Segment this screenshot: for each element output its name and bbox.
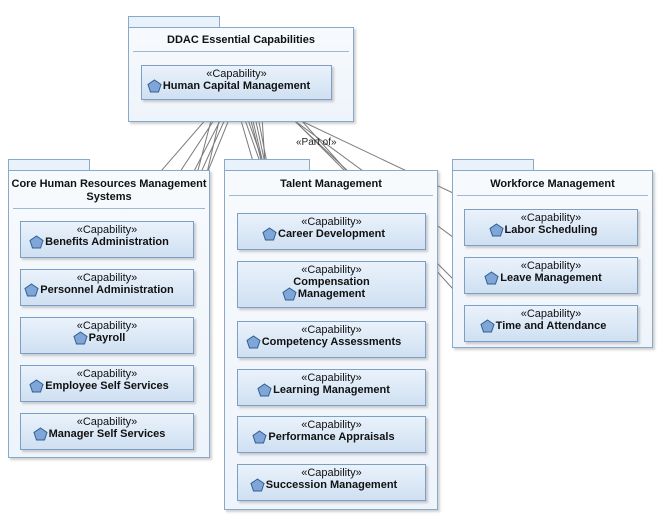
stereotype-label: «Capability» (301, 467, 362, 479)
stereotype-label: «Capability» (206, 68, 267, 80)
capability-pentagon-icon (257, 383, 272, 397)
capability-name: Time and Attendance (495, 320, 607, 332)
capability-name: Succession Management (265, 479, 398, 491)
capability-personnel-administration[interactable]: «Capability» Personnel Administration (20, 269, 194, 306)
stereotype-label: «Capability» (301, 419, 362, 431)
stereotype-label: «Capability» (520, 260, 582, 272)
capability-leave-management[interactable]: «Capability» Leave Management (464, 257, 638, 294)
capability-pentagon-icon (484, 271, 499, 285)
package-ddac-essential-capabilities[interactable]: DDAC Essential Capabilities «Capability»… (128, 27, 354, 122)
capability-name: Performance Appraisals (268, 431, 395, 443)
stereotype-label: «Capability» (76, 320, 138, 332)
package-tab (128, 16, 220, 27)
capability-performance-appraisals[interactable]: «Capability» Performance Appraisals (237, 416, 426, 453)
capability-succession-management[interactable]: «Capability» Succession Management (237, 464, 426, 501)
stereotype-label: «Capability» (301, 372, 362, 384)
capability-pentagon-icon (24, 283, 39, 297)
capability-name: Leave Management (500, 272, 602, 284)
capability-pentagon-icon (488, 223, 504, 237)
package-title: Workforce Management (490, 178, 615, 190)
capability-name: Human Capital Management (162, 80, 311, 92)
capability-name: Employee Self Services (45, 380, 169, 392)
package-title-line-1: Core Human Resources Management (11, 178, 207, 190)
package-title: DDAC Essential Capabilities (167, 34, 315, 46)
stereotype-label: «Capability» (76, 368, 138, 380)
capability-competency-assessments[interactable]: «Capability» Competency Assessments (237, 321, 426, 358)
capability-learning-management[interactable]: «Capability» Learning Management (237, 369, 426, 406)
stereotype-label: «Capability» (76, 416, 138, 428)
capability-name: Payroll (88, 332, 126, 344)
capability-name: Career Development (278, 228, 385, 240)
capability-name: Competency Assessments (261, 336, 402, 348)
package-divider (133, 51, 349, 52)
stereotype-label: «Capability» (301, 264, 362, 276)
package-core-human-resources[interactable]: Core Human Resources Management Systems … (8, 170, 210, 458)
capability-pentagon-icon (250, 478, 265, 492)
capability-benefits-administration[interactable]: «Capability» Benefits Administration (20, 221, 194, 258)
capability-pentagon-icon (252, 430, 268, 444)
capability-pentagon-icon (147, 79, 162, 93)
stereotype-label: «Capability» (76, 272, 138, 284)
capability-pentagon-icon (262, 227, 277, 241)
capability-pentagon-icon (246, 335, 261, 349)
capability-pentagon-icon (29, 379, 44, 393)
package-title: Talent Management (280, 178, 382, 190)
capability-pentagon-icon (29, 235, 44, 249)
package-title-line-2: Systems (86, 191, 132, 203)
package-divider (457, 195, 648, 196)
capability-employee-self-services[interactable]: «Capability» Employee Self Services (20, 365, 194, 402)
capability-name-line-2: Management (297, 288, 366, 300)
capability-pentagon-icon (282, 287, 297, 301)
capability-human-capital-management[interactable]: «Capability» Human Capital Management (141, 65, 332, 100)
capability-career-development[interactable]: «Capability» Career Development (237, 213, 426, 250)
package-talent-management[interactable]: Talent Management «Capability» Career De… (224, 170, 438, 510)
stereotype-label: «Capability» (301, 216, 362, 228)
capability-pentagon-icon (480, 319, 495, 333)
capability-time-and-attendance[interactable]: «Capability» Time and Attendance (464, 305, 638, 342)
stereotype-label: «Capability» (520, 212, 582, 224)
capability-name: Labor Scheduling (504, 224, 598, 236)
capability-name-line-1: Compensation (293, 276, 370, 288)
package-workforce-management[interactable]: Workforce Management «Capability» Labor … (452, 170, 653, 348)
stereotype-label: «Capability» (76, 224, 138, 236)
capability-name: Personnel Administration (40, 284, 174, 296)
capability-manager-self-services[interactable]: «Capability» Manager Self Services (20, 413, 194, 450)
package-divider (229, 195, 433, 196)
package-divider (13, 208, 205, 209)
capability-payroll[interactable]: «Capability» Payroll (20, 317, 194, 354)
relationship-label: «Part of» (296, 137, 337, 148)
capability-pentagon-icon (73, 331, 88, 345)
capability-name: Learning Management (273, 384, 390, 396)
capability-labor-scheduling[interactable]: «Capability» Labor Scheduling (464, 209, 638, 246)
capability-name: Benefits Administration (45, 236, 169, 248)
capability-pentagon-icon (33, 427, 48, 441)
stereotype-label: «Capability» (301, 324, 362, 336)
package-tab (8, 159, 90, 170)
capability-name: Manager Self Services (48, 428, 166, 440)
capability-compensation-management[interactable]: «Capability» Compensation Management (237, 261, 426, 308)
stereotype-label: «Capability» (520, 308, 582, 320)
package-tab (452, 159, 534, 170)
package-tab (224, 159, 310, 170)
